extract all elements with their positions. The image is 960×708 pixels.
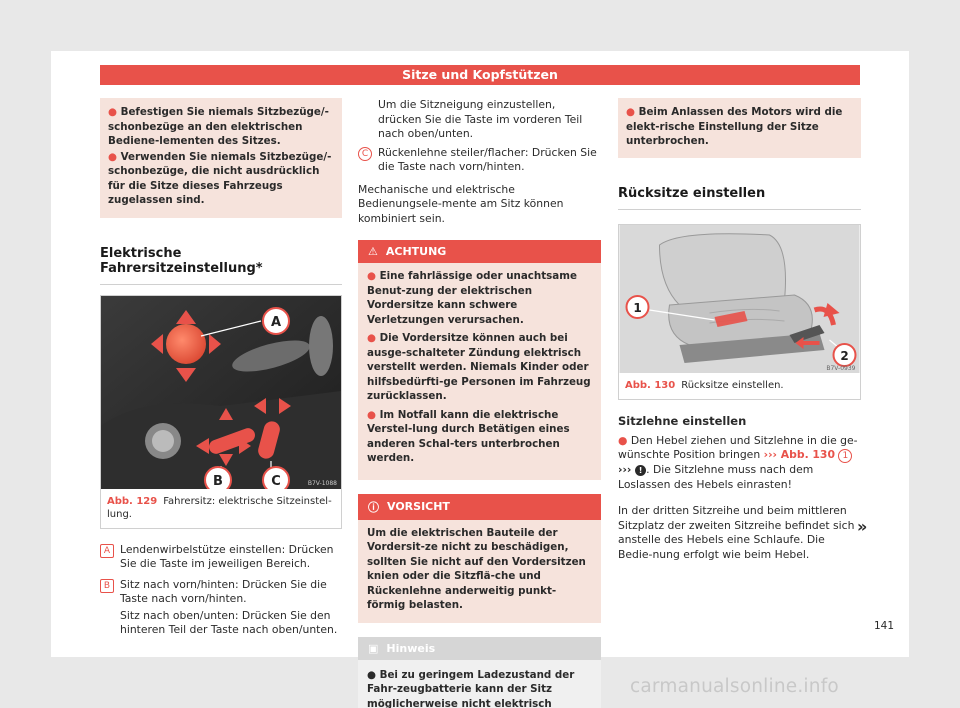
instruction-paragraph: ● Den Hebel ziehen und Sitzlehne in die … bbox=[618, 433, 858, 491]
achtung-item: ● Die Vordersitze können auch bei ausge-… bbox=[367, 332, 591, 402]
rear-seat-illustration: 1 2 B7V-0939 bbox=[619, 224, 860, 373]
warning-link[interactable]: ››› ! bbox=[618, 463, 647, 476]
achtung-header: ⚠ ACHTUNG bbox=[358, 240, 601, 263]
hinweis-header: ▣ Hinweis bbox=[358, 636, 601, 660]
warning-item: ● Verwenden Sie niemals Sitzbezüge/-scho… bbox=[108, 150, 332, 207]
watermark: carmanualsonline.info bbox=[630, 676, 839, 697]
figure-label-b: B bbox=[213, 474, 223, 489]
achtung-box: ⚠ ACHTUNG ● Eine fahrlässige oder unacht… bbox=[358, 240, 601, 480]
vorsicht-header: ⓘ VORSICHT bbox=[358, 493, 601, 520]
vorsicht-text: Um die elektrischen Bauteile der Vorders… bbox=[367, 526, 586, 612]
warning-item: ● Befestigen Sie niemals Sitzbezüge/-sch… bbox=[108, 106, 329, 147]
figure-label-2: 2 bbox=[840, 349, 848, 363]
warning-box: ● Beim Anlassen des Motors wird die elek… bbox=[618, 98, 861, 158]
seat-control-illustration: A B C B7V-1088 bbox=[101, 295, 341, 489]
figure-code: B7V-1088 bbox=[308, 480, 337, 487]
vorsicht-box: ⓘ VORSICHT Um die elektrischen Bauteile … bbox=[358, 493, 601, 623]
warning-triangle-icon: ⚠ bbox=[368, 245, 378, 258]
list-item: A Lendenwirbelstütze einstellen: Drücken… bbox=[100, 543, 342, 572]
figure-label-1: 1 bbox=[633, 301, 641, 315]
column-1: ● Befestigen Sie niemals Sitzbezüge/-sch… bbox=[100, 98, 342, 638]
figure-link[interactable]: ››› Abb. 130 bbox=[763, 448, 835, 461]
item-letter-a: A bbox=[100, 543, 114, 558]
section-heading: Rücksitze einstellen bbox=[618, 186, 861, 210]
hinweis-box: ▣ Hinweis ● Bei zu geringem Ladezustand … bbox=[358, 636, 601, 708]
figure-label-a: A bbox=[271, 315, 281, 330]
item-subtext: Sitz nach oben/unten: Drücken Sie den hi… bbox=[120, 608, 338, 637]
figure-label-c: C bbox=[271, 474, 281, 489]
achtung-item: ● Eine fahrlässige oder unachtsame Benut… bbox=[367, 270, 577, 326]
column-3: ● Beim Anlassen des Motors wird die elek… bbox=[618, 98, 861, 562]
paragraph: Mechanische und elektrische Bedienungsel… bbox=[358, 182, 564, 225]
section-header: Sitze und Kopfstützen bbox=[100, 65, 860, 85]
note-icon: ▣ bbox=[368, 641, 379, 655]
paragraph: In der dritten Sitzreihe und beim mittle… bbox=[618, 504, 855, 561]
figure-image: A B C B7V-1088 bbox=[101, 295, 341, 489]
warning-ref-icon: ! bbox=[635, 464, 647, 476]
ref-number-1: 1 bbox=[838, 449, 853, 463]
figure-image: 1 2 B7V-0939 bbox=[619, 224, 860, 373]
item-letter-b: B bbox=[100, 578, 114, 593]
item-letter-c: C bbox=[358, 146, 372, 161]
hinweis-text: Bei zu geringem Ladezustand der Fahr-zeu… bbox=[367, 668, 575, 708]
section-heading: Elektrische Fahrersitzeinstellung* bbox=[100, 246, 342, 285]
warning-box: ● Befestigen Sie niemals Sitzbezüge/-sch… bbox=[100, 98, 342, 218]
figure-code: B7V-0939 bbox=[826, 365, 855, 372]
continue-icon: » bbox=[857, 517, 868, 536]
intro-text: Um die Sitzneigung einzustellen, drücken… bbox=[378, 98, 583, 140]
achtung-item: ● Im Notfall kann die elektrische Verste… bbox=[367, 408, 570, 465]
column-2: Um die Sitzneigung einzustellen, drücken… bbox=[358, 98, 601, 708]
list-item: B Sitz nach vorn/hinten: Drücken Sie die… bbox=[100, 578, 342, 607]
info-circle-icon: ⓘ bbox=[368, 500, 379, 514]
list-item: C Rückenlehne steiler/flacher: Drücken S… bbox=[358, 146, 601, 175]
page-number: 141 bbox=[874, 620, 895, 632]
subheading: Sitzlehne einstellen bbox=[618, 413, 747, 428]
